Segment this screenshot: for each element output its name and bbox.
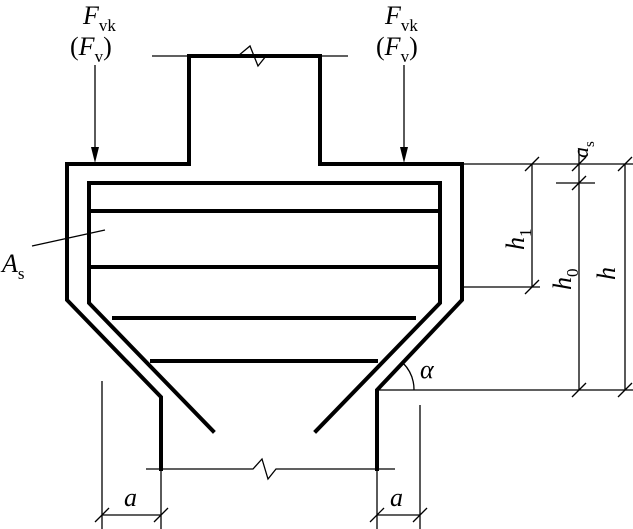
angle-arc bbox=[402, 362, 415, 391]
right-load-label: Fvk bbox=[384, 1, 418, 35]
a-right-label: a bbox=[390, 483, 403, 512]
dimension-as bbox=[571, 150, 587, 183]
column-break-line bbox=[152, 44, 348, 68]
cover-as-label: as bbox=[568, 141, 598, 158]
dimension-a-left bbox=[94, 381, 169, 529]
right-load-arrow bbox=[400, 65, 408, 163]
angle-label: α bbox=[420, 355, 435, 384]
bottom-break-line bbox=[146, 457, 395, 481]
dimension-a-right bbox=[369, 405, 428, 529]
left-load-alt-label: (Fv) bbox=[70, 32, 112, 66]
steel-area-leader bbox=[31, 229, 106, 247]
cap-outline bbox=[65, 54, 464, 471]
right-load-alt-label: (Fv) bbox=[376, 32, 418, 66]
dimension-h1 bbox=[524, 156, 540, 295]
h-total-label: h bbox=[592, 267, 621, 280]
h1-label: h1 bbox=[501, 229, 535, 251]
left-load-arrow bbox=[91, 65, 99, 163]
a-left-label: a bbox=[124, 483, 137, 512]
left-load-label: Fvk bbox=[82, 1, 116, 35]
steel-area-label: As bbox=[0, 249, 25, 283]
rebar-outer-loop bbox=[87, 181, 442, 434]
dimension-h bbox=[617, 156, 633, 398]
h0-label: h0 bbox=[548, 269, 582, 291]
